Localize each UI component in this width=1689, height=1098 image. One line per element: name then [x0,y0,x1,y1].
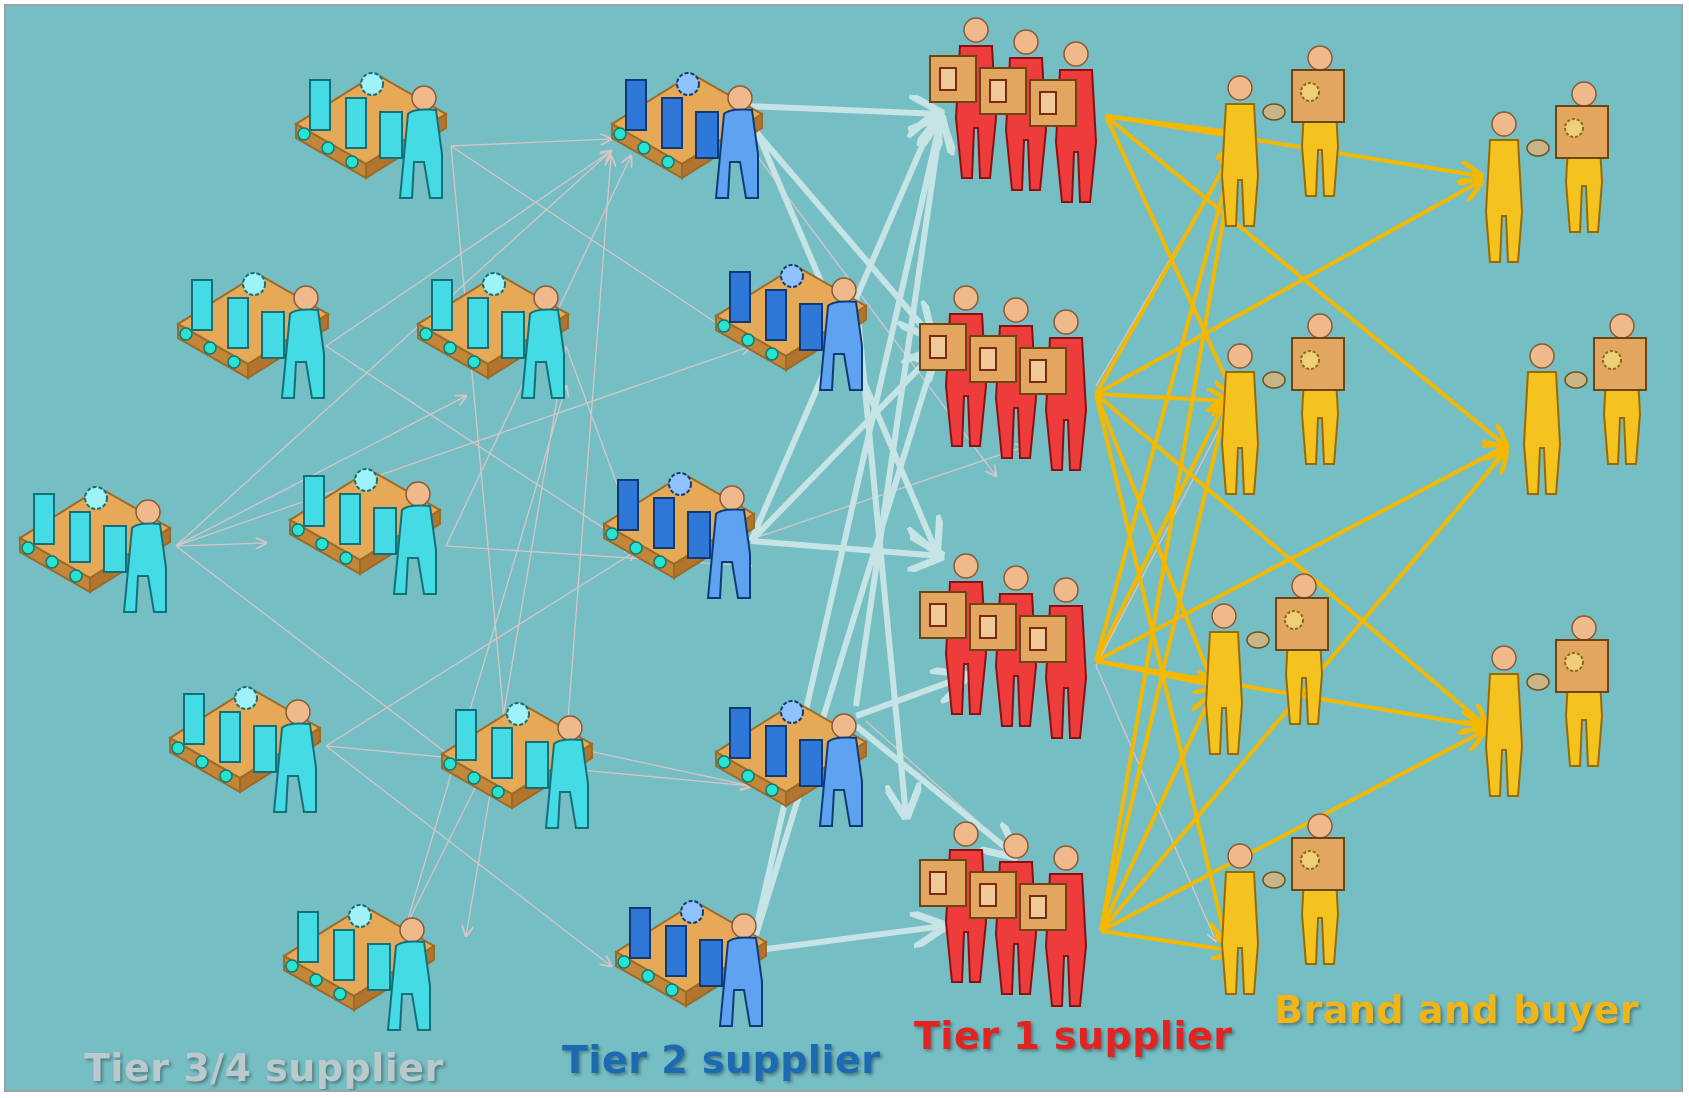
box-carrier-icon [920,286,1086,470]
box-carrier-icon [930,18,1096,202]
conveyor-worker-icon [178,273,328,398]
buyer-icon [1524,314,1646,494]
tier1-suppliers [920,18,1096,1006]
tier1-connections [1094,114,1506,951]
buyer-icon [1222,46,1344,226]
tier2-label: Tier 2 supplier [562,1038,881,1082]
conveyor-worker-icon [290,469,440,594]
buyer-icon [1222,814,1344,994]
conveyor-worker-icon [170,687,320,812]
box-carrier-icon [920,822,1086,1006]
conveyor-worker-icon [612,73,762,198]
tier2-connections [743,106,1016,954]
buyer-icon [1222,314,1344,494]
conveyor-worker-icon [604,473,754,598]
tier34-label: Tier 3/4 supplier [84,1046,444,1090]
conveyor-worker-icon [284,905,434,1030]
buyer-icon [1486,616,1608,796]
conveyor-worker-icon [716,701,866,826]
conveyor-worker-icon [616,901,766,1026]
conveyor-worker-icon [20,487,170,612]
buyer-icon [1486,82,1608,262]
tier1-label: Tier 1 supplier [914,1014,1233,1058]
conveyor-worker-icon [418,273,568,398]
tier34-suppliers [20,73,592,1030]
brand-buyer-label: Brand and buyer [1274,988,1639,1032]
conveyor-worker-icon [716,265,866,390]
diagram-canvas [6,6,1683,1092]
box-carrier-icon [920,554,1086,738]
supply-chain-diagram: Tier 3/4 supplier Tier 2 supplier Tier 1… [4,4,1683,1092]
buyer-icon [1206,574,1328,754]
conveyor-worker-icon [296,73,446,198]
brand-buyers [1206,46,1646,994]
